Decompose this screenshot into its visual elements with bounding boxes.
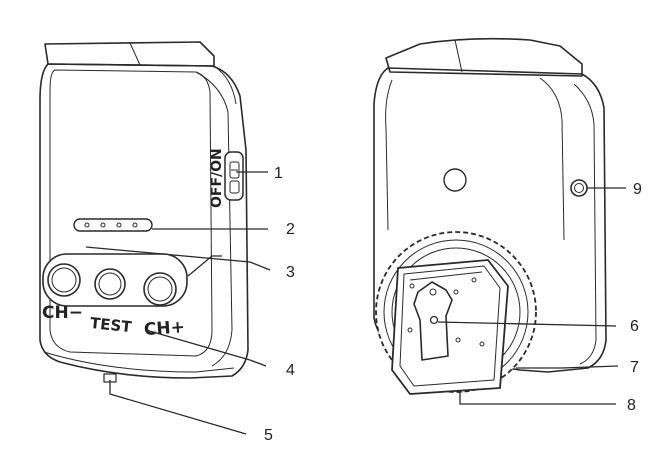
hot-shoe-foot — [391, 259, 509, 395]
back-top-cap — [385, 37, 583, 77]
switch-label: OFF/ON — [209, 148, 225, 208]
callout-8: 8 — [627, 397, 636, 414]
front-device: OFF/ON CH− TEST CH+ — [39, 41, 249, 383]
back-device — [373, 37, 607, 395]
callout-9: 9 — [633, 181, 642, 198]
side-jack[interactable] — [570, 179, 588, 197]
ch-minus-label: CH− — [42, 303, 83, 323]
leader-lines — [85, 171, 626, 435]
contact-plate — [413, 281, 453, 361]
callout-6: 6 — [630, 318, 639, 335]
ch-plus-button[interactable] — [143, 272, 177, 306]
ch-minus-button[interactable] — [47, 263, 81, 297]
ch-plus-label: CH+ — [143, 317, 185, 340]
callout-7: 7 — [630, 359, 639, 376]
callout-5: 5 — [264, 427, 273, 444]
front-body-outline — [39, 63, 249, 379]
front-top-cap — [44, 41, 215, 67]
callout-4: 4 — [286, 362, 295, 379]
led-strip — [73, 218, 153, 232]
front-face-panel — [49, 69, 213, 357]
back-recess — [443, 168, 467, 192]
callout-2: 2 — [286, 221, 295, 238]
callout-3: 3 — [286, 264, 295, 281]
callout-1: 1 — [274, 165, 283, 182]
test-label: TEST — [89, 314, 133, 336]
back-body-outline — [373, 67, 607, 373]
center-pin — [429, 315, 439, 325]
